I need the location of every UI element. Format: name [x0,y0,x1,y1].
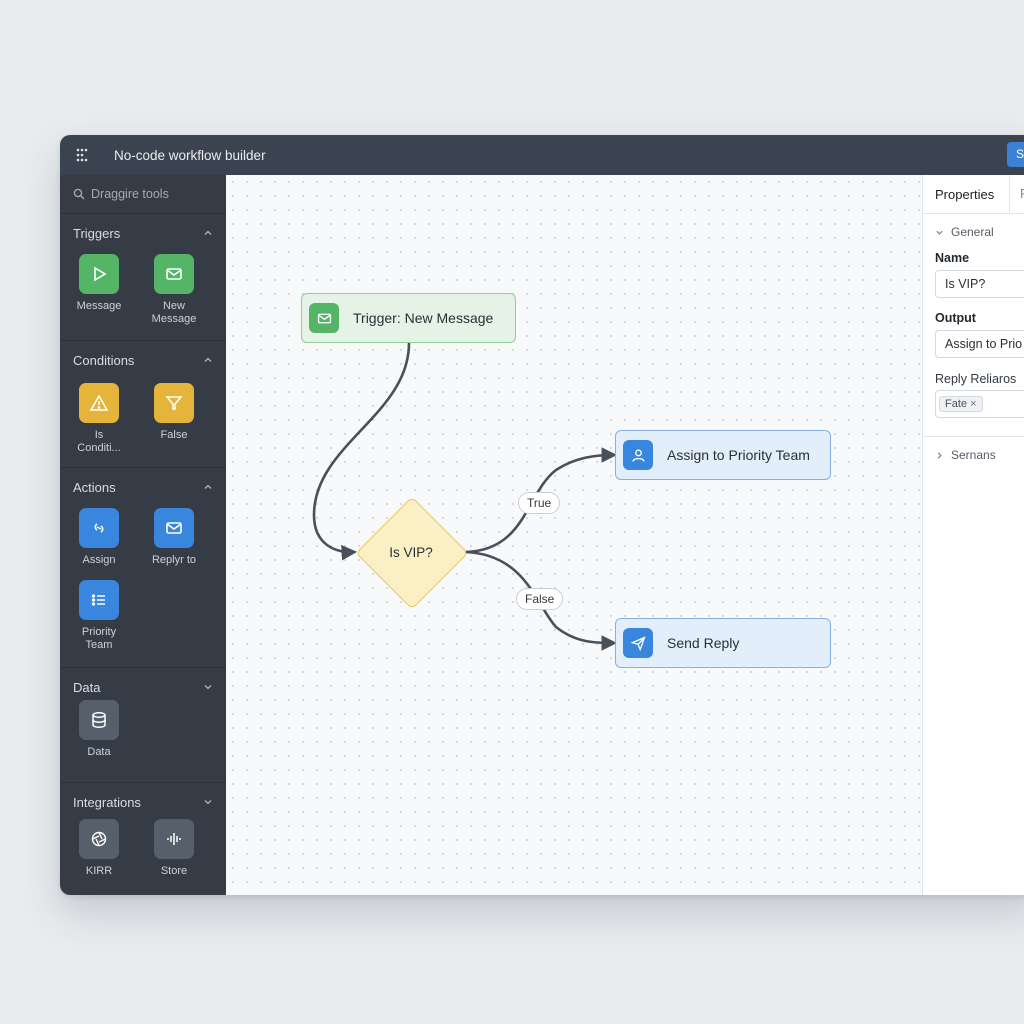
tool-data[interactable]: Data [64,700,134,759]
reply-label: Reply Reliaros [935,372,1017,386]
app-logo-icon [76,148,88,162]
tool-is-condition[interactable]: Is Conditi... [64,383,134,455]
node-label: Send Reply [667,635,740,651]
tool-label: Store [160,865,188,877]
chevron-down-icon [204,685,212,690]
tool-assign[interactable]: Assign [64,508,134,567]
tool-label: False [160,429,188,441]
section-header-data[interactable]: Data [60,668,226,706]
tool-store[interactable]: Store [139,819,209,878]
workflow-canvas[interactable]: Trigger: New Message Is VIP? True False … [226,175,922,895]
name-field[interactable]: Is VIP? [935,270,1024,298]
section-title: Integrations [73,794,141,810]
edge-label-true: True [518,492,561,514]
group-title: Sernans [951,448,996,462]
output-label: Output [935,311,976,325]
reply-chip[interactable]: Fate × [939,396,983,412]
chevron-down-icon [936,230,943,235]
chip-label: Fate [945,398,968,410]
chevron-up-icon [204,357,212,362]
send-reply-node[interactable]: Send Reply [615,618,831,668]
send-icon [630,635,646,651]
section-title: Data [73,679,101,695]
tool-message[interactable]: Message [64,254,134,313]
mail-icon [317,313,331,323]
section-integrations: Integrations KIRR Store [60,783,226,895]
search-placeholder: Draggire tools [91,187,169,201]
group-title: General [951,225,994,239]
section-data: Data Data [60,668,226,783]
tool-kirr[interactable]: KIRR [64,819,134,878]
link-icon [94,523,104,533]
database-icon [92,712,106,728]
tool-new-message[interactable]: New Message [139,254,209,326]
app-title: No-code workflow builder [114,147,266,163]
tool-reply-to[interactable]: Replyr to [139,508,209,567]
chevron-up-icon [204,230,212,235]
tool-search[interactable]: Draggire tools [60,175,226,214]
chevron-down-icon [204,800,212,805]
section-conditions: Conditions Is Conditi... False [60,341,226,468]
section-header-integrations[interactable]: Integrations [60,783,226,821]
section-header-actions[interactable]: Actions [60,468,226,506]
section-title: Conditions [73,352,135,368]
tab-properties[interactable]: Properties [935,186,995,202]
node-label: Trigger: New Message [353,310,494,326]
tool-label: Assign [82,554,116,566]
assign-node[interactable]: Assign to Priority Team [615,430,831,480]
mail-icon [166,268,182,280]
chip-remove-icon[interactable]: × [970,398,977,410]
section-actions: Actions Assign Replyr to Priority Team [60,468,226,668]
warning-icon [89,394,109,411]
chevron-up-icon [204,484,212,489]
section-title: Actions [73,479,116,495]
edge-label-false: False [516,588,564,610]
aperture-icon [91,831,107,847]
mail-icon [166,522,182,534]
node-label: Assign to Priority Team [667,447,810,463]
tool-label: Is Conditi... [77,429,121,454]
title-bar: No-code workflow builder S [60,135,1024,175]
edge-true [465,447,618,554]
tool-label: Message [76,300,122,312]
tool-label: Replyr to [151,554,197,566]
edge-trigger-to-condition [312,342,411,561]
tool-label: New Message [151,300,197,325]
name-label: Name [935,251,970,265]
user-icon [631,449,645,462]
group-general[interactable]: General [923,214,1024,239]
connector-lines [312,342,618,651]
chevron-right-icon [937,451,942,459]
section-header-conditions[interactable]: Conditions [60,341,226,379]
play-icon [94,266,107,282]
filter-icon [165,396,183,410]
section-triggers: Triggers Message New Message [60,214,226,341]
tool-label: Priority Team [81,626,117,651]
tab-second[interactable]: F [1009,175,1024,213]
section-header-triggers[interactable]: Triggers [60,214,226,252]
tool-label: Data [87,746,111,758]
output-field[interactable]: Assign to Prio [935,330,1024,358]
section-title: Triggers [73,225,121,241]
app-window: No-code workflow builder S Draggire tool… [60,135,1024,895]
search-icon [73,188,85,200]
waveform-icon [167,833,181,845]
tool-priority-team[interactable]: Priority Team [64,580,134,652]
properties-panel: Properties F General Name Is VIP? Output… [922,175,1024,895]
tool-palette: Draggire tools Triggers Message New Mess… [60,175,226,895]
save-button[interactable]: S [1007,142,1024,167]
trigger-node[interactable]: Trigger: New Message [301,293,516,343]
edge-false [465,550,618,651]
condition-label: Is VIP? [389,545,433,560]
group-sernans[interactable]: Sernans [923,437,1024,462]
list-icon [91,594,105,606]
reply-field[interactable]: Fate × [935,390,1024,418]
tool-label: KIRR [85,865,113,877]
tool-false[interactable]: False [139,383,209,442]
